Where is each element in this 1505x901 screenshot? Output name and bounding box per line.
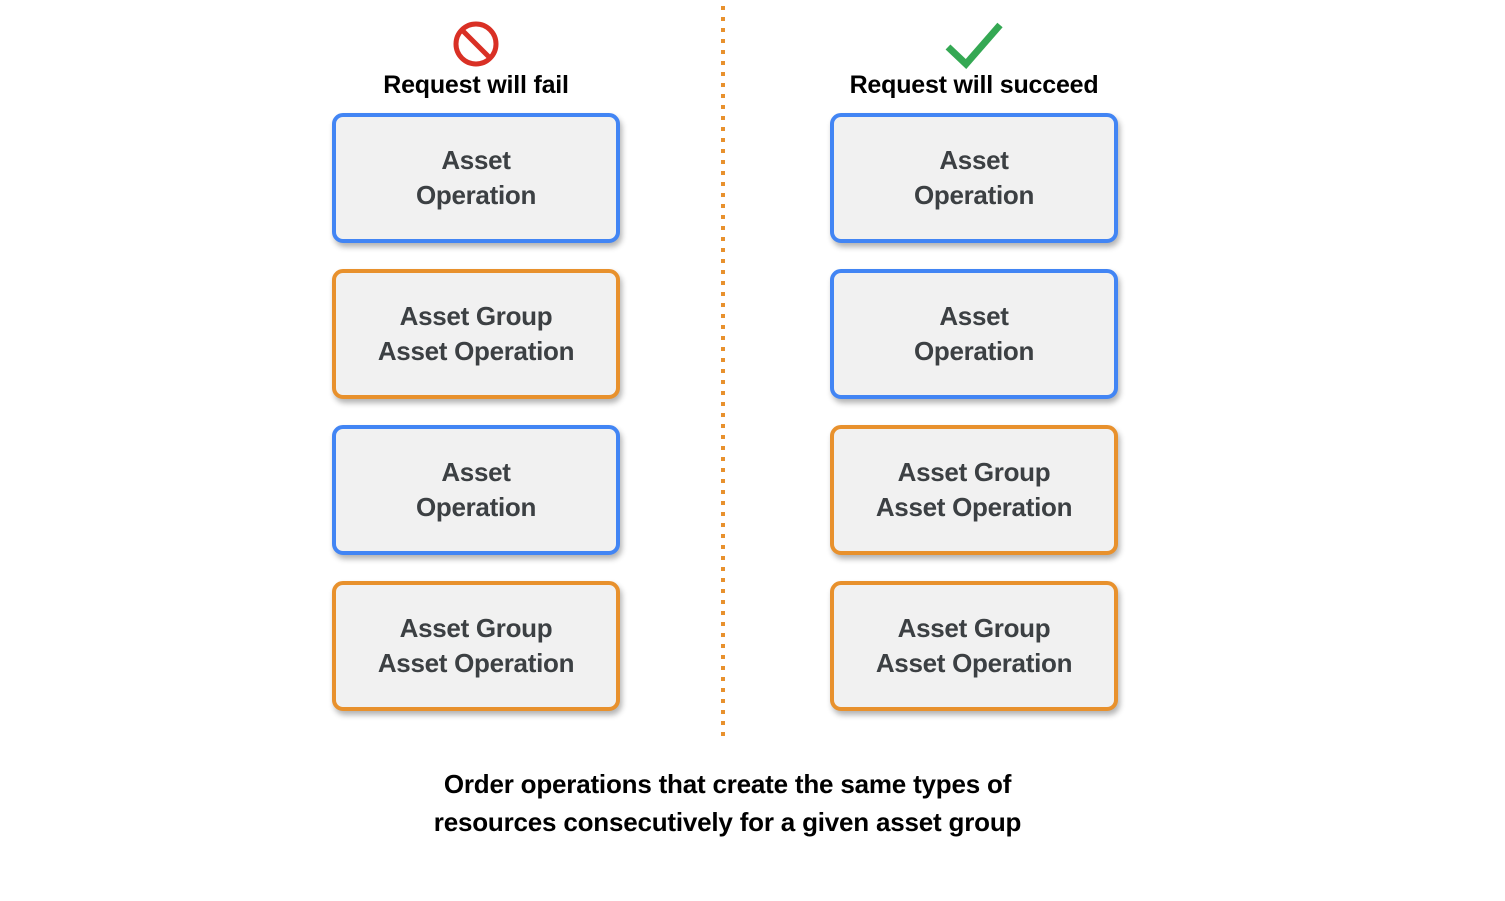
operation-card[interactable]: Asset Operation (332, 425, 620, 555)
operation-card[interactable]: Asset Group Asset Operation (332, 581, 620, 711)
operation-card-label: Asset Group Asset Operation (875, 456, 1073, 522)
operation-card[interactable]: Asset Operation (830, 269, 1118, 399)
operation-card[interactable]: Asset Group Asset Operation (830, 581, 1118, 711)
operation-card-label: Asset Operation (415, 144, 537, 210)
operation-card-label: Asset Operation (913, 300, 1035, 366)
column-divider (721, 6, 725, 737)
operation-card[interactable]: Asset Group Asset Operation (332, 269, 620, 399)
operation-card-label: Asset Operation (415, 456, 537, 522)
card-stack-succeed: Asset Operation Asset Operation Asset Gr… (794, 104, 1154, 711)
checkmark-icon (943, 19, 1005, 69)
column-title-succeed: Request will succeed (849, 71, 1099, 99)
card-stack-fail: Asset Operation Asset Group Asset Operat… (296, 104, 656, 711)
column-header-fail: Request will fail (296, 0, 656, 104)
operation-card-label: Asset Group Asset Operation (377, 300, 575, 366)
operation-card[interactable]: Asset Operation (830, 113, 1118, 243)
operation-card[interactable]: Asset Group Asset Operation (830, 425, 1118, 555)
column-request-will-succeed: Request will succeed Asset Operation Ass… (794, 0, 1154, 737)
diagram-caption: Order operations that create the same ty… (433, 769, 1022, 837)
prohibition-icon (451, 19, 501, 69)
operation-card-label: Asset Group Asset Operation (377, 612, 575, 678)
operation-card-label: Asset Operation (913, 144, 1035, 210)
column-request-will-fail: Request will fail Asset Operation Asset … (296, 0, 656, 737)
operation-card-label: Asset Group Asset Operation (875, 612, 1073, 678)
column-title-fail: Request will fail (383, 71, 569, 99)
column-header-succeed: Request will succeed (794, 0, 1154, 104)
operation-card[interactable]: Asset Operation (332, 113, 620, 243)
